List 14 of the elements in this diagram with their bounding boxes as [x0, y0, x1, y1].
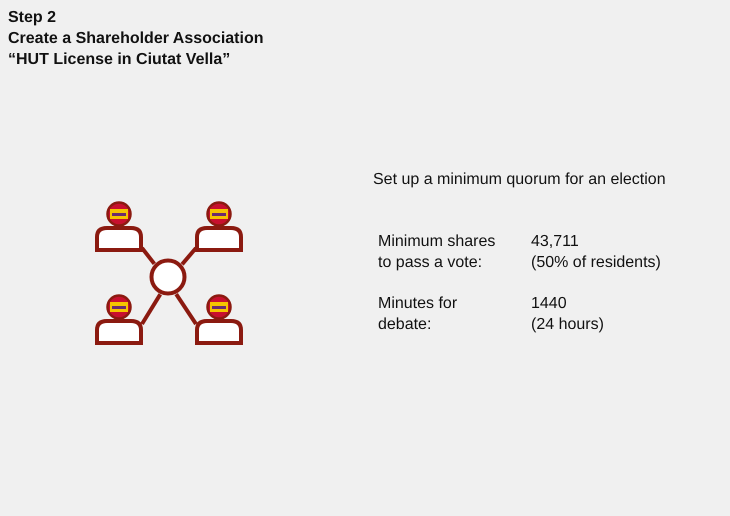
step-heading: Step 2	[8, 8, 56, 28]
connector-line	[180, 246, 198, 266]
description: Set up a minimum quorum for an election	[373, 170, 666, 190]
row-label: Minutes for debate:	[378, 294, 458, 335]
value: 43,711	[531, 232, 579, 252]
connector-line	[174, 293, 198, 326]
connector-line	[140, 246, 156, 266]
value-note: (24 hours)	[531, 315, 604, 335]
value-note: (50% of residents)	[531, 253, 661, 273]
heading: “HUT License in Ciutat Vella”	[8, 50, 230, 70]
value: 1440	[531, 294, 567, 314]
heading: Create a Shareholder Association	[8, 29, 264, 49]
connector-line	[140, 293, 162, 326]
row-label: Minimum shares to pass a vote:	[378, 232, 496, 273]
